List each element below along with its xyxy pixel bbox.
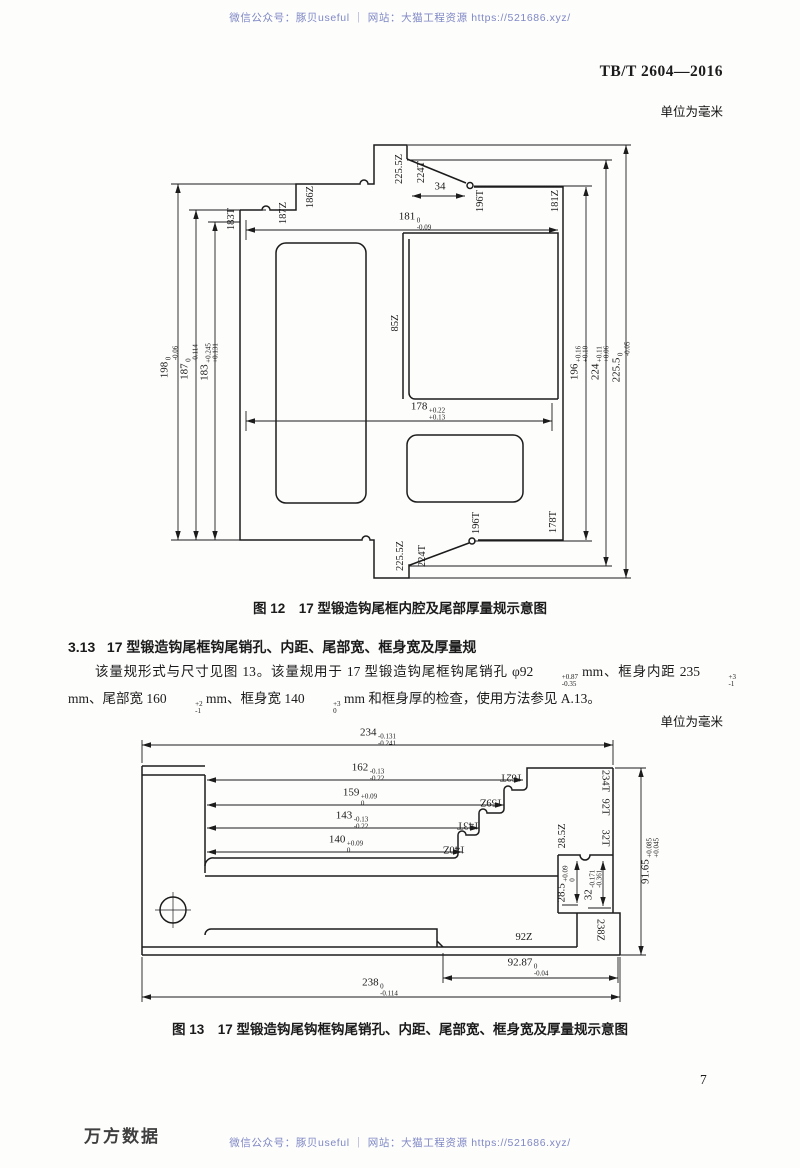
section-title: 17 型锻造钩尾框钩尾销孔、内距、尾部宽、框身宽及厚量规 — [106, 639, 477, 655]
fig13-hole-crosshair — [155, 892, 191, 928]
fig13-notched-block — [557, 854, 613, 914]
watermark-bottom: 微信公众号：豚贝useful ｜ 网站：大猫工程资源 https://52168… — [229, 1137, 571, 1149]
fig13-handle-plate — [141, 765, 206, 955]
fig12-top-gauge-point — [466, 181, 474, 190]
section-heading: 3.13 17 型锻造钩尾框钩尾销孔、内距、尾部宽、框身宽及厚量规 — [68, 637, 476, 657]
fig12-dim-178: 178+0.22+0.13 — [410, 400, 446, 421]
fig12-outline-bottomleft — [239, 210, 410, 579]
figure13-drawing — [141, 740, 646, 1002]
section-number: 3.13 — [68, 639, 96, 655]
fig12-dim-34: 34 — [434, 180, 446, 193]
wanfang-data-brand: 万方数据 — [84, 1127, 160, 1146]
tolerance-160: +2-1 — [195, 700, 203, 715]
fig12-cutout — [403, 232, 559, 399]
fig13-bottom-strip — [142, 946, 620, 956]
fig13-dim-234: 234-0.131-0.241 — [359, 726, 397, 747]
standard-number: TB/T 2604—2016 — [599, 63, 723, 80]
fig13-label-step-143t: 143T — [456, 819, 480, 831]
fig13-block-steps — [562, 904, 611, 909]
fig13-dim-9165: 91.65+0.085+0.045 — [639, 838, 660, 884]
fig12-bottom-slant — [409, 542, 470, 566]
fig13-middle-bar — [204, 928, 444, 948]
fig13-label-step-140z: 140Z — [442, 843, 466, 855]
fig13-label-col-32t: 32T — [599, 829, 611, 847]
fig13-label-step-162t: 162T — [499, 771, 523, 783]
tolerance-235: +3-1 — [728, 673, 736, 688]
fig13-dim-162: 162-0.13-0.22 — [351, 761, 385, 782]
fig13-label-step-159z: 159Z — [479, 796, 503, 808]
watermark-top: 微信公众号：豚贝useful ｜ 网站：大猫工程资源 https://52168… — [229, 12, 571, 24]
fig12-outline-right — [474, 186, 564, 541]
fig13-label-col-92t: 92T — [599, 798, 611, 816]
unit-note-fig13: 单位为毫米 — [660, 715, 723, 729]
fig12-left-slot — [275, 242, 367, 504]
fig13-label-block-238z: 238Z — [594, 918, 606, 942]
fig13-ext-lines — [141, 740, 646, 1002]
fig12-top-slant — [406, 158, 467, 184]
fig13-comb-steps — [204, 767, 613, 867]
figure13-caption: 图 13 17 型锻造钩尾钩框钩尾销孔、内距、尾部宽、框身宽及厚量规示意图 — [171, 1022, 629, 1037]
fig12-outline-topleft — [240, 144, 408, 211]
fig12-channel-right — [408, 239, 558, 400]
fig13-dim-32: 32-0.171-0.361 — [582, 869, 603, 901]
fig12-right-slot — [406, 434, 524, 503]
fig13-dim-143: 143-0.13-0.22 — [335, 809, 369, 830]
fig12-ext-right — [407, 144, 631, 579]
section-paragraph: 该量规形式与尺寸见图 13。该量规用于 17 型锻造钩尾框钩尾销孔 φ92+0.… — [68, 664, 736, 715]
figure12-caption: 图 12 17 型锻造钩尾框内腔及尾部厚量规示意图 — [252, 601, 548, 616]
fig13-label-bar-92z: 92Z — [515, 931, 533, 943]
page-number: 7 — [700, 1072, 707, 1087]
fig13-label-col-234t: 234T — [599, 769, 611, 793]
fig13-end-block — [576, 912, 621, 955]
fig13-label-notch-285z: 28.5Z — [556, 823, 568, 849]
fig12-ext-left — [171, 183, 296, 541]
figure12-drawing — [171, 144, 631, 579]
tolerance-92: +0.87-0.35 — [561, 673, 578, 688]
unit-note-fig12: 单位为毫米 — [660, 105, 723, 119]
